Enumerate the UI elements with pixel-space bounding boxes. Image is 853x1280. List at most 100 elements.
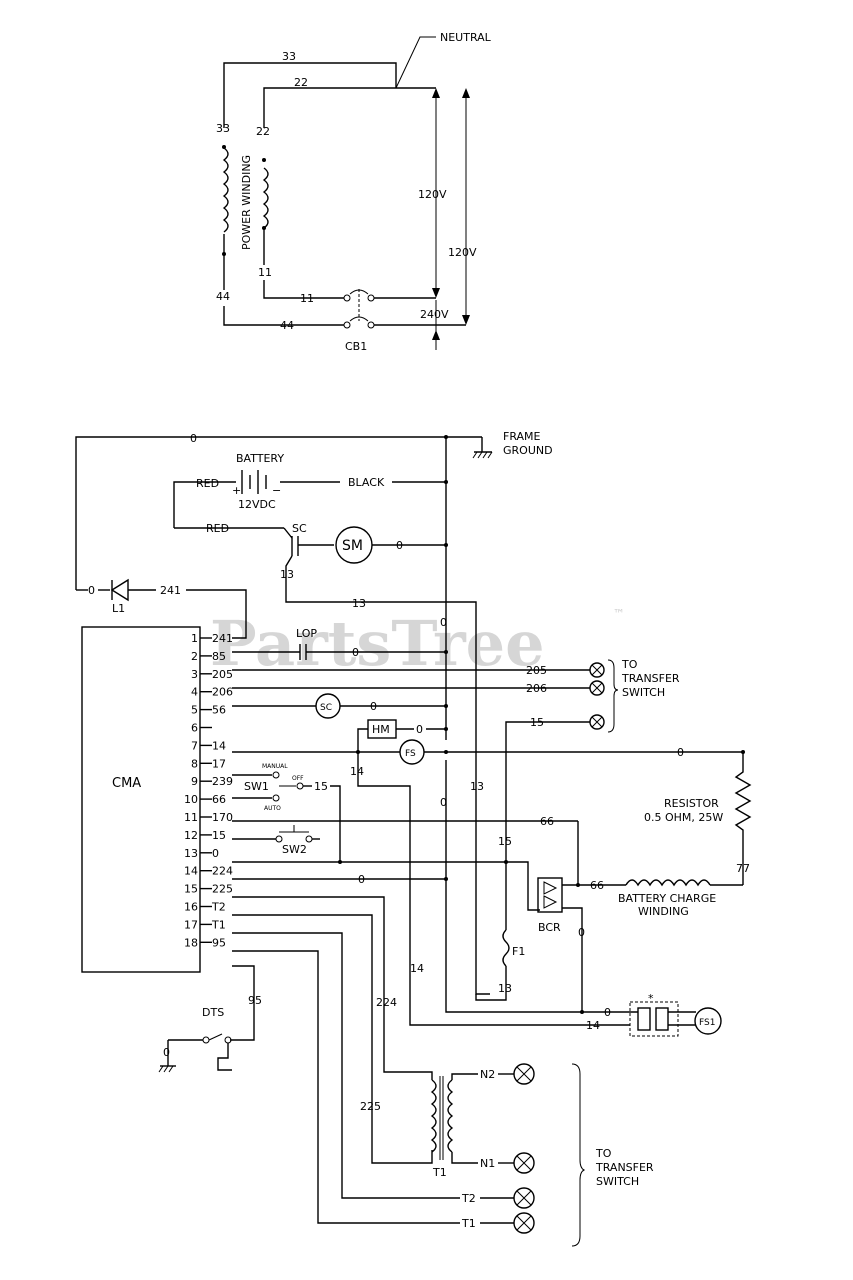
cma-pin-wire: T1	[211, 918, 226, 931]
transfer-lamp-205	[589, 662, 605, 678]
wire-241-label: 241	[160, 584, 181, 597]
cma-pin-number: 16	[184, 901, 198, 914]
wire-205-label: 205	[526, 664, 547, 677]
voltage-120v-b: 120V	[448, 246, 477, 259]
connector-asterisk: *	[648, 992, 654, 1005]
cma-pin-wire: 0	[212, 847, 219, 860]
wire-77-label: 77	[736, 862, 750, 875]
battery-plus: +	[232, 484, 241, 497]
cma-pin-wire: 225	[212, 883, 233, 896]
cma-pin-wire: 95	[212, 936, 226, 949]
cma-pin-wire: 239	[212, 775, 233, 788]
sw1-off-label: OFF	[292, 775, 304, 782]
dts-wire-0-label: 0	[163, 1046, 170, 1059]
watermark: PartsTree	[210, 607, 545, 680]
cma-pin-number: 10	[184, 793, 198, 806]
f1-label: F1	[512, 945, 525, 958]
charge-winding-label-2: WINDING	[638, 905, 689, 918]
wire-22-label: 22	[294, 76, 308, 89]
cma-pin-number: 11	[184, 811, 198, 824]
t1-transformer-label: T1	[432, 1166, 447, 1179]
wire-0-ground-label: 0	[190, 432, 197, 445]
sw1-wire-15-label: 15	[314, 780, 328, 793]
wire-14-hm-label: 14	[350, 765, 364, 778]
sw1-auto-label: AUTO	[264, 805, 281, 812]
fs-wire-0-label: 0	[677, 746, 684, 759]
wire-44-label: 44	[280, 319, 294, 332]
cma-pin-number: 4	[191, 686, 198, 699]
hm-label: HM	[372, 723, 390, 736]
lop-label: LOP	[296, 627, 317, 640]
t1-label: T1	[461, 1217, 476, 1230]
to-label-2: TO	[595, 1147, 612, 1160]
wire-225-label: 225	[360, 1100, 381, 1113]
cma-pin-number: 18	[184, 936, 198, 949]
sc-coil-wire-0-label: 0	[370, 700, 377, 713]
wire-44-side-label: 44	[216, 290, 230, 303]
wire-13-vert-label: 13	[470, 780, 484, 793]
wire-0-pin13-label: 0	[358, 873, 365, 886]
cma-pin-wire: 170	[212, 811, 233, 824]
bcr-label: BCR	[538, 921, 561, 934]
cma-pin-wire: 66	[212, 793, 226, 806]
control-wiring-section: 0 FRAME GROUND 0 0 BATTERY RED + − BLACK…	[75, 430, 752, 1247]
bcr-rectifier	[537, 877, 563, 913]
cma-label: CMA	[112, 776, 141, 791]
n1-label: N1	[480, 1157, 495, 1170]
cma-pin-wire: 15	[212, 829, 226, 842]
neutral-label: NEUTRAL	[440, 31, 492, 44]
wire-66-label: 66	[540, 815, 554, 828]
fs-label: FS	[405, 749, 416, 759]
cma-pin-wire: 56	[212, 704, 226, 717]
cma-pin-wire: 224	[212, 865, 233, 878]
wire-0-bus-label: 0	[440, 616, 447, 629]
wire-11-label: 11	[300, 292, 314, 305]
cma-pin-number: 6	[191, 722, 198, 735]
dts-label: DTS	[202, 1006, 224, 1019]
l1-label: L1	[112, 602, 125, 615]
transfer-label-2: TRANSFER	[595, 1161, 654, 1174]
wire-206-label: 206	[526, 682, 547, 695]
transfer-lamp-15	[589, 714, 605, 730]
transfer-label-1: TRANSFER	[621, 672, 680, 685]
cma-pin-number: 5	[191, 704, 198, 717]
wire-14-fs1-label: 14	[586, 1019, 600, 1032]
l1-wire-0-label: 0	[88, 584, 95, 597]
wire-95-label: 95	[248, 994, 262, 1007]
transfer-lamp-206	[589, 680, 605, 696]
transfer-lamp-t2	[513, 1187, 535, 1209]
sw1-label: SW1	[244, 780, 269, 793]
wire-14-vert-label: 14	[410, 962, 424, 975]
transfer-lamp-n2	[513, 1063, 535, 1085]
battery-label: BATTERY	[236, 452, 284, 465]
cma-pin-number: 8	[191, 757, 198, 770]
sw2-label: SW2	[282, 843, 307, 856]
cma-pin-number: 3	[191, 668, 198, 681]
t2-label: T2	[461, 1192, 476, 1205]
lop-wire-0-label: 0	[352, 646, 359, 659]
cma-pin-wire: 205	[212, 668, 233, 681]
cma-pin-number: 17	[184, 918, 198, 931]
wire-13-label: 13	[352, 597, 366, 610]
wire-0-bus-label-2: 0	[440, 796, 447, 809]
starter-motor-label: SM	[342, 538, 363, 554]
sc-coil-label: SC	[320, 703, 332, 713]
cma-pin-number: 2	[191, 650, 198, 663]
voltage-120v-a: 120V	[418, 188, 447, 201]
cma-pin-number: 7	[191, 739, 198, 752]
wire-33-label: 33	[282, 50, 296, 63]
to-label-1: TO	[621, 658, 638, 671]
wire-66-bcr-label: 66	[590, 879, 604, 892]
sw1-manual-label: MANUAL	[262, 763, 288, 770]
frame-label: FRAME	[503, 430, 541, 443]
cma-pin-wire: T2	[211, 901, 226, 914]
battery-voltage-label: 12VDC	[238, 498, 276, 511]
cb1-label: CB1	[345, 340, 367, 353]
resistor-label-2: 0.5 OHM, 25W	[644, 811, 723, 824]
cma-pin-wire: 17	[212, 757, 226, 770]
n2-label: N2	[480, 1068, 495, 1081]
wire-224-label: 224	[376, 996, 397, 1009]
cma-pin-wire: 14	[212, 739, 226, 752]
sm-wire-0-label: 0	[396, 539, 403, 552]
charge-winding-label-1: BATTERY CHARGE	[618, 892, 716, 905]
